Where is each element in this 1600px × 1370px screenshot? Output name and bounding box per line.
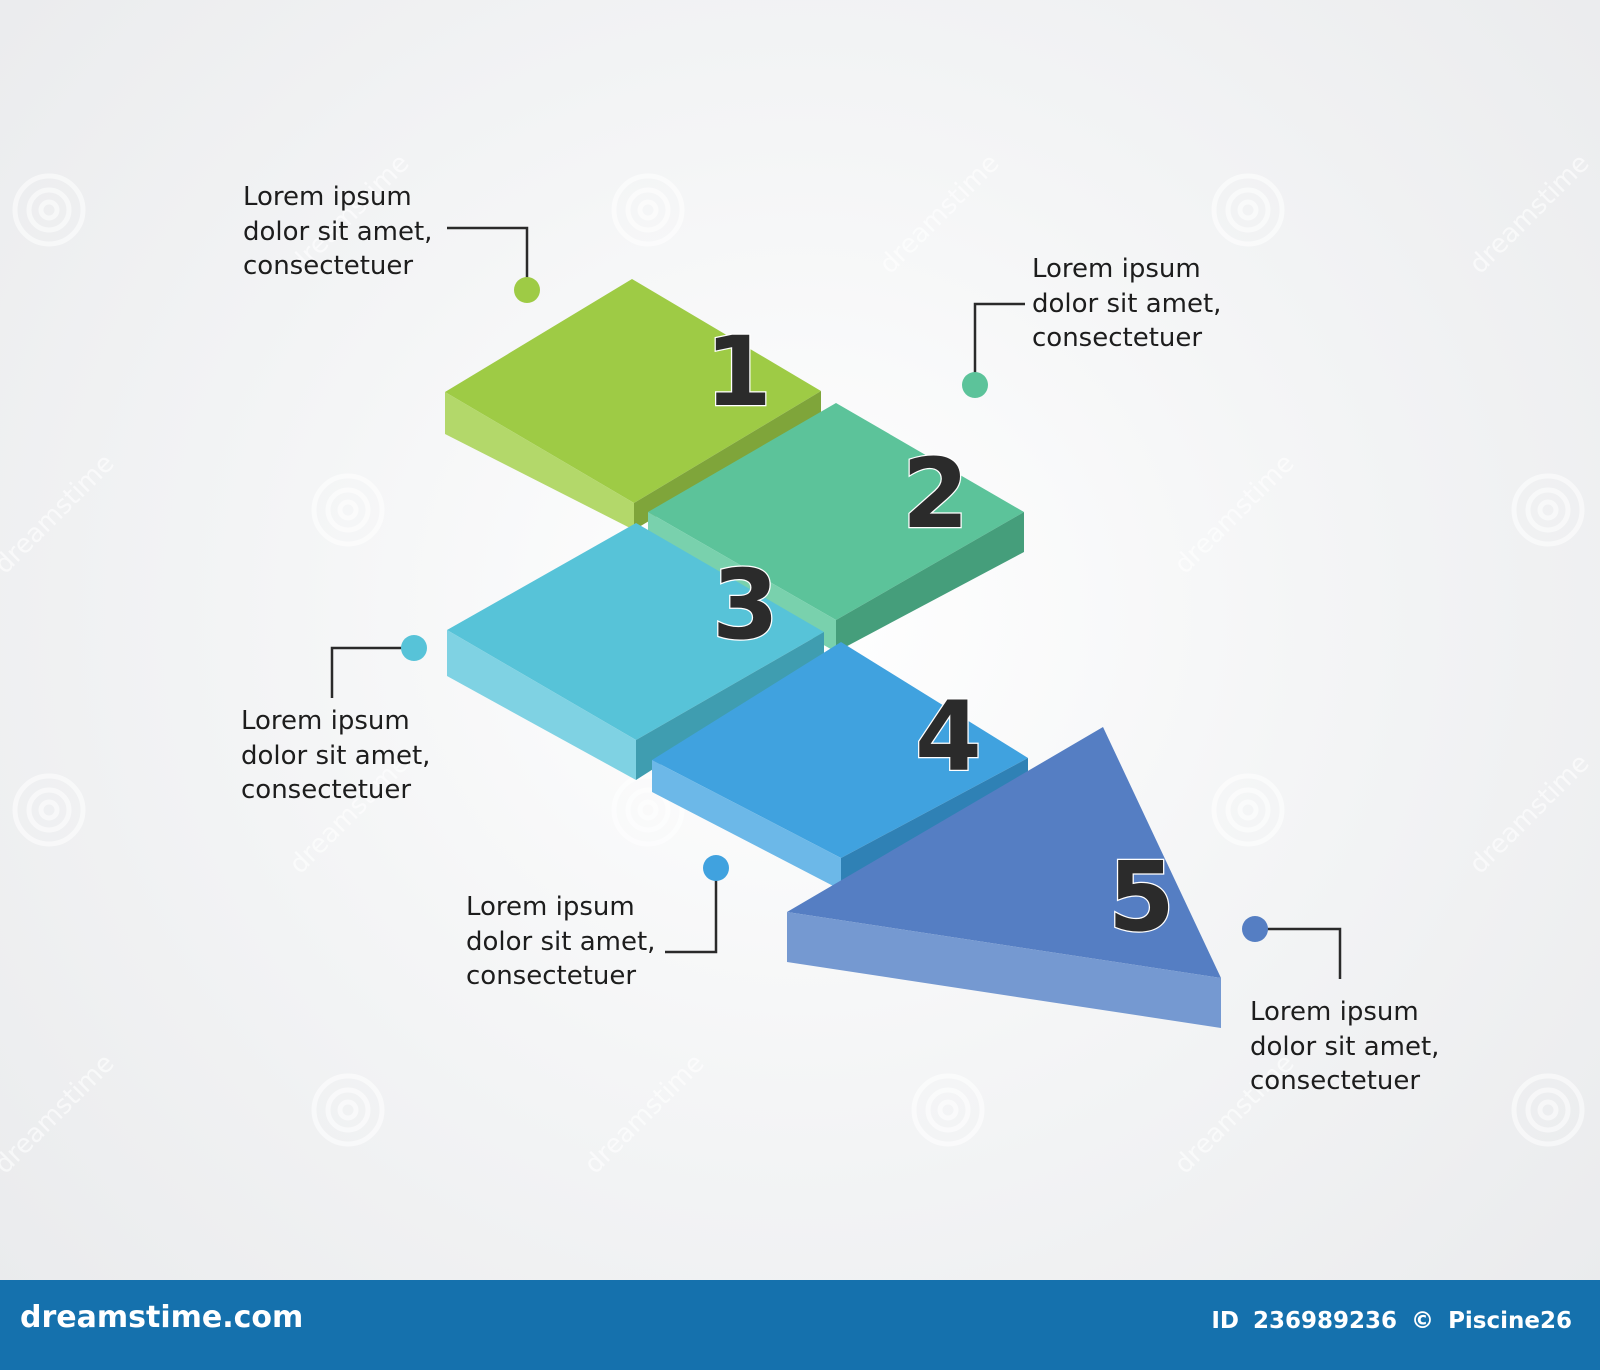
connector-dot-2 [962,372,988,398]
step-3-left-face [447,630,636,780]
watermark-text: dreamstime [0,1048,120,1180]
step-1-label-line-1: Lorem ipsum [243,182,412,212]
step-1-number: 1 [705,316,772,428]
footer-credits: ID 236989236 © Piscine26 [1205,1308,1572,1334]
step-2-right-face [836,512,1024,652]
watermark-logo [1511,1073,1585,1147]
step-3-block: 3 [447,523,824,780]
step-2-label-line-1: Lorem ipsum [1032,254,1201,284]
watermark-text: dreamstime [1169,448,1301,580]
watermark-logo [911,1073,985,1147]
connector-dot-4 [703,855,729,881]
watermark-logo [1211,773,1285,847]
step-1-label: Lorem ipsum dolor sit amet, consectetuer [243,180,432,284]
connector-line-5 [1255,927,1342,979]
isometric-steps-diagram: dreamstime dreamstime dreamstime dreamst… [0,148,1596,1180]
step-2-top-face [648,403,1024,620]
footer-bar: dreamstime.com ID 236989236 © Piscine26 [0,1280,1600,1370]
connector-dot-5 [1242,916,1268,942]
watermark-logo [311,1073,385,1147]
watermark-text: dreamstime [1464,748,1596,880]
step-4-left-face [652,760,841,890]
step-5-label-line-1: Lorem ipsum [1250,997,1419,1027]
watermark-logo [1511,473,1585,547]
step-1-label-line-3: consectetuer [243,251,414,281]
connector-line-2 [973,302,1025,385]
watermark-logo [12,773,86,847]
step-1-top-face [445,279,821,503]
step-5-front-face [787,912,1221,1028]
step-2-number: 2 [902,438,969,550]
watermark-text: dreamstime [1464,148,1596,280]
connector-line-1 [447,226,529,290]
step-4-block: 4 [652,642,1028,890]
id-value: 236989236 [1253,1308,1398,1334]
step-5-label: Lorem ipsum dolor sit amet, consectetuer [1250,995,1439,1099]
watermark-text: dreamstime [579,1048,711,1180]
step-4-label-line-3: consectetuer [466,961,637,991]
step-2-label: Lorem ipsum dolor sit amet, consectetuer [1032,252,1221,356]
step-4-label-line-2: dolor sit amet, [466,926,656,957]
watermark-logo [611,173,685,247]
step-5-number: 5 [1108,841,1175,953]
step-3-label-line-2: dolor sit amet, [241,740,431,771]
step-4-label: Lorem ipsum dolor sit amet, consectetuer [466,890,655,994]
connector-line-3 [330,646,412,698]
watermark-logos [12,173,1585,1147]
step-1-left-face [445,392,634,530]
watermark-logo [311,473,385,547]
connector-line-4 [665,868,718,954]
watermark-logo [12,173,86,247]
step-2-label-line-2: dolor sit amet, [1032,288,1222,319]
step-3-top-face [447,523,824,740]
step-5-label-line-3: consectetuer [1250,1066,1421,1096]
step-1-label-line-2: dolor sit amet, [243,216,433,247]
footer-brand[interactable]: dreamstime.com [20,1300,304,1335]
watermark-logo [1211,173,1285,247]
connector-dots [401,277,1268,942]
step-4-label-line-1: Lorem ipsum [466,892,635,922]
step-3-label-line-1: Lorem ipsum [241,706,410,736]
step-3-label: Lorem ipsum dolor sit amet, consectetuer [241,704,430,808]
step-4-top-face [652,642,1028,858]
copyright-icon: © [1411,1308,1435,1334]
step-4-number: 4 [915,681,982,793]
watermark-logo [611,773,685,847]
step-3-label-line-3: consectetuer [241,775,412,805]
watermark-text: dreamstime [0,448,120,580]
connector-dot-1 [514,277,540,303]
step-5-arrow: 5 [787,727,1221,1028]
step-5-label-line-2: dolor sit amet, [1250,1031,1440,1062]
id-label: ID [1211,1308,1239,1334]
connectors [330,226,1342,979]
step-2-label-line-3: consectetuer [1032,323,1203,353]
step-5-top-face [787,727,1221,978]
connector-dot-3 [401,635,427,661]
watermark-text: dreamstime [874,148,1006,280]
author-name: Piscine26 [1448,1308,1572,1334]
step-3-number: 3 [712,549,779,661]
